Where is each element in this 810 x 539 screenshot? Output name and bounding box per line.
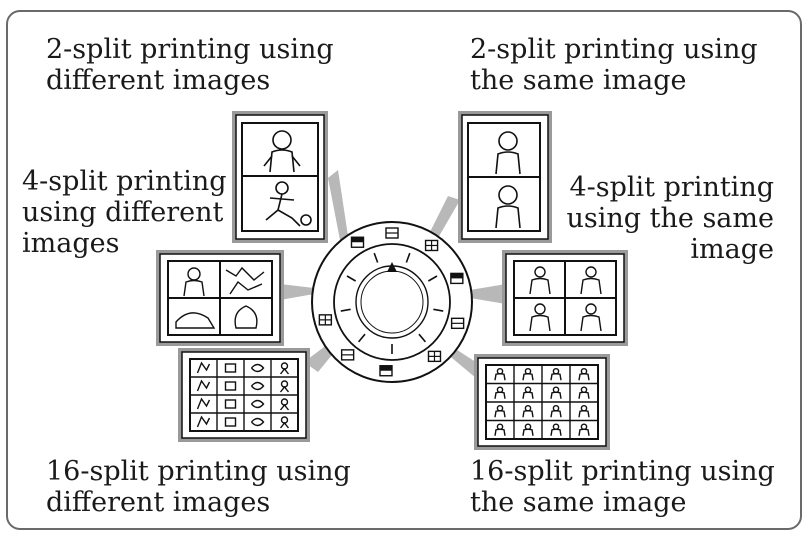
soccer-player-figure <box>265 181 312 227</box>
card-4split-same <box>502 250 628 346</box>
16-split-same-icon <box>450 317 465 330</box>
person-figure <box>263 130 301 173</box>
card-2split-different <box>232 111 328 243</box>
2-split-different-icon <box>350 236 365 248</box>
top-mode-icon <box>385 227 399 239</box>
card-2split-same <box>458 111 552 243</box>
label-4split-same: 4-split printing using the same image <box>566 172 774 265</box>
pointer-top-right <box>430 196 460 238</box>
person-figure <box>495 185 521 229</box>
card-16split-different <box>178 348 310 442</box>
pointer-top-left <box>328 170 348 240</box>
card-16split-same <box>474 354 610 450</box>
label-2split-different: 2-split printing using different images <box>46 34 334 96</box>
16-split-dark-icon <box>427 350 442 363</box>
split-small-icon <box>379 365 393 377</box>
label-2split-same: 2-split printing using the same image <box>470 34 758 96</box>
label-4split-different: 4-split printing using different images <box>22 166 227 259</box>
label-16split-different: 16-split printing using different images <box>46 456 351 518</box>
person-figure <box>495 131 521 175</box>
mode-dial <box>311 221 473 383</box>
card-4split-different <box>156 250 284 346</box>
2-split-same-icon <box>424 239 439 252</box>
pointer-mid-left <box>280 284 314 300</box>
4-split-different-icon <box>318 314 333 326</box>
label-16split-same: 16-split printing using the same image <box>470 456 775 518</box>
dial-pointer-mark <box>387 262 397 272</box>
4-split-same-icon <box>450 272 464 285</box>
pointer-mid-right <box>470 284 506 304</box>
16-split-different-icon <box>340 349 355 361</box>
